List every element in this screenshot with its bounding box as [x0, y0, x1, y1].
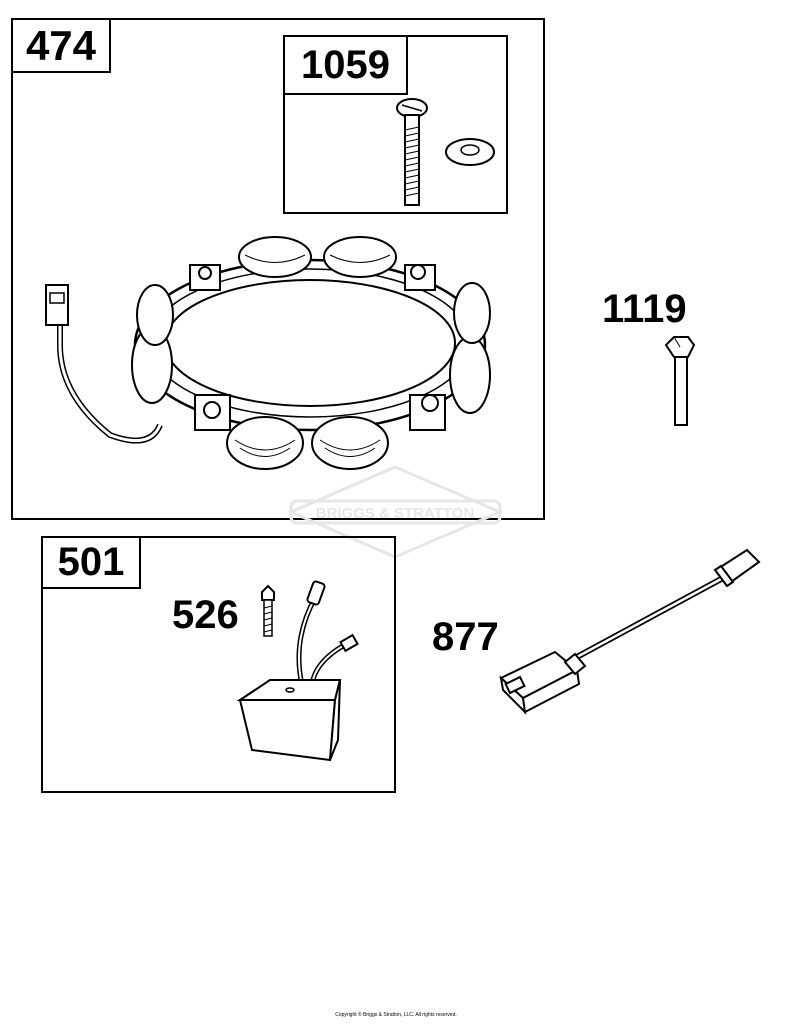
regulator-drawing[interactable] — [230, 580, 380, 770]
wire-harness-877-drawing[interactable] — [495, 540, 770, 720]
coil — [453, 282, 491, 344]
alternator-stator-drawing[interactable] — [40, 235, 510, 485]
screw-washer-drawing[interactable] — [380, 95, 510, 215]
coil — [311, 416, 389, 470]
part-label-526[interactable]: 526 — [172, 593, 239, 637]
watermark-text: BRIGGS & STRATTON — [316, 505, 475, 522]
stator-inner-ring — [164, 279, 456, 407]
coil — [136, 284, 174, 346]
part-label-474[interactable]: 474 — [11, 18, 111, 73]
lead-connector — [45, 284, 69, 326]
coil — [226, 416, 304, 470]
part-label-1059[interactable]: 1059 — [283, 35, 408, 95]
part-label-877[interactable]: 877 — [432, 615, 499, 659]
coil — [238, 236, 312, 278]
coil — [449, 336, 491, 414]
bolt-1119-drawing[interactable] — [660, 335, 700, 430]
copyright-footer: Copyright © Briggs & Stratton, LLC. All … — [335, 1012, 457, 1018]
part-label-501[interactable]: 501 — [41, 536, 141, 589]
group-474-frame — [11, 18, 545, 520]
part-label-1119[interactable]: 1119 — [602, 287, 687, 331]
coil — [323, 236, 397, 278]
group-501-frame — [41, 536, 396, 793]
